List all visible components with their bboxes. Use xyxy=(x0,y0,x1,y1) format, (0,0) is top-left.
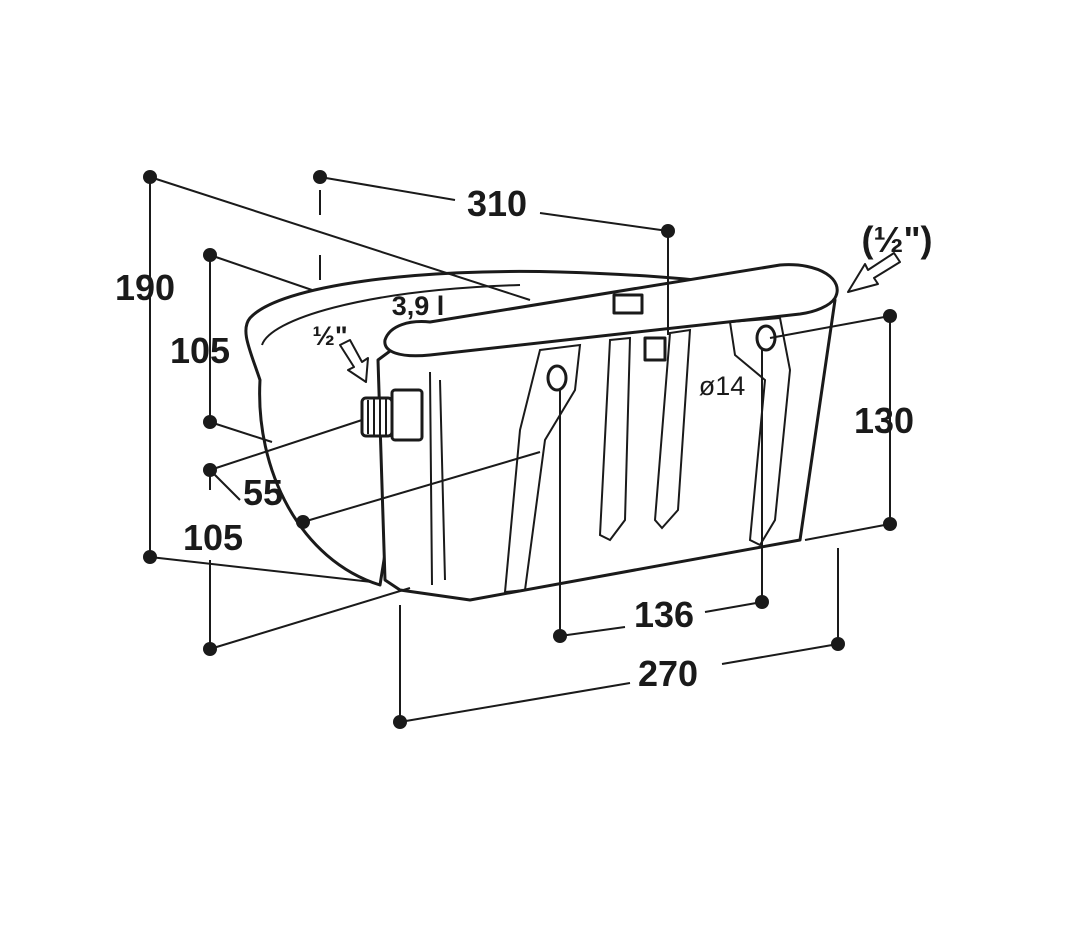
alt-inlet-arrow-icon xyxy=(847,252,901,293)
top-lid xyxy=(383,263,839,358)
top-bolt-icon xyxy=(612,293,644,315)
dim-mount-height: 130 xyxy=(854,400,914,441)
alt-inlet-thread-label: (½") xyxy=(861,219,932,260)
dim-inlet-offset: 55 xyxy=(243,472,283,513)
inlet-thread-label: ½" xyxy=(312,321,347,351)
dim-width-bottom: 270 xyxy=(638,653,698,694)
dim-height-upper: 105 xyxy=(170,330,230,371)
dim-width-top: 310 xyxy=(467,183,527,224)
inlet-fitting xyxy=(360,388,424,442)
volume-label: 3,9 l xyxy=(392,291,445,321)
dimension-lines xyxy=(149,176,891,723)
rib-center-right xyxy=(653,328,692,530)
dim-hole-diameter: ø14 xyxy=(699,371,746,401)
dim-height-lower: 105 xyxy=(183,517,243,558)
water-bowl xyxy=(244,263,839,602)
rib-center-left xyxy=(598,336,632,542)
inlet-arrow-icon xyxy=(339,339,369,383)
bowl-back-rim xyxy=(244,269,782,587)
dim-height-total: 190 xyxy=(115,267,175,308)
mount-hole-left xyxy=(546,364,568,392)
dim-hole-spacing: 136 xyxy=(634,594,694,635)
rib-left xyxy=(503,343,582,594)
dimension-dots xyxy=(143,170,897,729)
valve-nut-icon xyxy=(643,336,667,362)
bowl-inner-rim xyxy=(261,284,521,346)
